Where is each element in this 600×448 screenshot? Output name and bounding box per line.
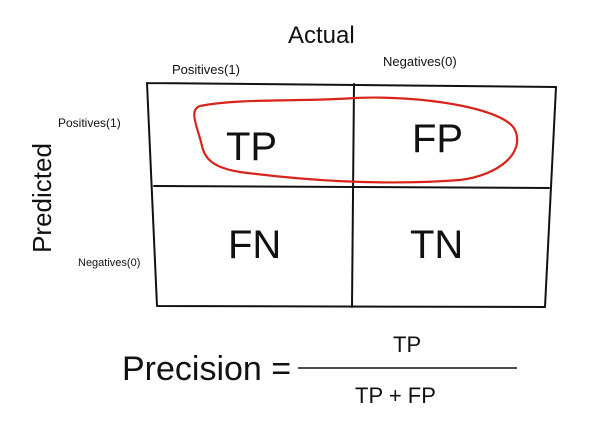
predicted-axis-title: Predicted — [27, 143, 57, 253]
formula-lhs: Precision = — [122, 350, 292, 388]
cell-false-negative: FN — [228, 223, 282, 267]
row-label-positives: Positives(1) — [58, 116, 121, 130]
matrix-horizontal-divider — [153, 185, 550, 189]
cell-true-positive: TP — [226, 125, 278, 169]
matrix-vertical-divider — [351, 83, 355, 308]
matrix-outer-border — [146, 82, 557, 308]
row-label-negatives: Negatives(0) — [78, 257, 141, 269]
formula-denominator: TP + FP — [355, 383, 436, 408]
cell-false-positive: FP — [412, 117, 464, 161]
highlight-loop — [193, 96, 519, 184]
actual-axis-title: Actual — [288, 22, 355, 49]
column-label-positives: Positives(1) — [172, 62, 240, 77]
column-label-negatives: Negatives(0) — [383, 54, 457, 69]
formula-numerator: TP — [393, 332, 422, 357]
cell-true-negative: TN — [410, 223, 464, 267]
